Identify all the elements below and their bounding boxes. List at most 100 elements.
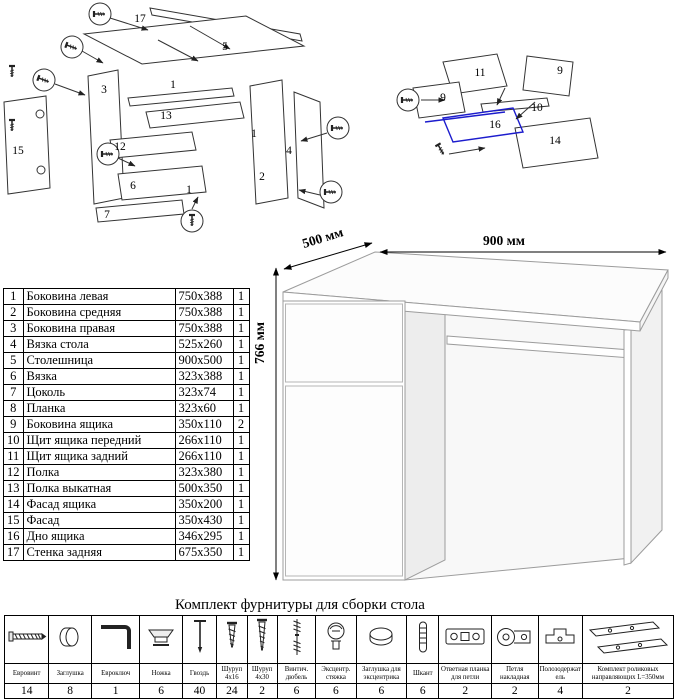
part-size: 500x350 — [174, 480, 234, 497]
diagram-part-number: 1 — [170, 79, 176, 91]
dimension-lines — [273, 242, 667, 581]
hinge-icon — [491, 615, 539, 664]
dimension-height-label: 766 мм — [254, 322, 267, 364]
runner-holder-icon — [537, 615, 583, 664]
part-quantity: 1 — [232, 288, 250, 305]
hardware-item-name: Шкант — [406, 663, 440, 684]
diagram-part-number: 2 — [259, 171, 265, 183]
diagram-part-number: 3 — [101, 84, 107, 96]
desk-body — [282, 251, 669, 581]
hardware-item-qty: 2 — [491, 683, 539, 699]
part-name: Планка — [22, 400, 176, 417]
hex-key-icon — [90, 615, 141, 664]
hardware-item-name: Петля накладная — [491, 663, 539, 684]
part-quantity: 1 — [232, 464, 250, 481]
part-quantity: 1 — [232, 384, 250, 401]
desk-3d-view: 900 мм 500 мм 766 мм — [254, 228, 669, 581]
fastener-callout — [60, 35, 84, 59]
diagram-part-number: 14 — [549, 135, 561, 147]
hardware-item-name: Ответная планка для петли — [438, 663, 493, 684]
part-quantity: 1 — [232, 448, 250, 465]
diagram-part-number: 10 — [531, 102, 543, 114]
hardware-item-qty: 2 — [246, 683, 278, 699]
cam-cap-icon — [355, 615, 408, 664]
plug-cap-icon — [48, 615, 92, 664]
diagram-part-number: 17 — [134, 13, 146, 25]
diagram-part-number: 12 — [114, 141, 126, 153]
desk-pedestal-side — [404, 291, 446, 581]
part-number: 12 — [3, 464, 24, 481]
fastener-callout — [319, 180, 343, 204]
nail-icon — [181, 615, 218, 664]
part-quantity: 1 — [232, 512, 250, 529]
part-number: 5 — [3, 352, 24, 369]
part-size: 266x110 — [174, 432, 234, 449]
hardware-item-qty: 14 — [3, 683, 50, 699]
part-quantity: 1 — [232, 320, 250, 337]
door-hinge-cup — [35, 109, 45, 119]
dimension-depth-arrow — [283, 242, 373, 270]
part-brace — [117, 165, 207, 201]
part-name: Боковина левая — [22, 288, 176, 305]
fastener-callouts — [396, 88, 448, 157]
part-size: 266x110 — [174, 448, 234, 465]
part-side-panel-right — [293, 91, 325, 209]
exploded-parts — [3, 7, 325, 223]
hardware-item-qty: 6 — [315, 683, 357, 699]
part-number: 10 — [3, 432, 24, 449]
hardware-item-qty: 6 — [355, 683, 408, 699]
part-name: Вязка стола — [22, 336, 176, 353]
screw-icon — [216, 615, 248, 664]
diagram-part-number: 9 — [557, 65, 563, 77]
fastener-callout — [180, 209, 204, 233]
cam-lock-icon — [315, 615, 357, 664]
hardware-item-name: Гвоздь — [181, 663, 218, 684]
assembly-arrows — [421, 87, 536, 155]
hardware-item-qty: 24 — [216, 683, 248, 699]
hardware-item-qty: 1 — [90, 683, 141, 699]
hardware-item-qty: 6 — [139, 683, 183, 699]
part-number: 11 — [3, 448, 24, 465]
leg-icon — [139, 615, 183, 664]
part-quantity: 1 — [232, 432, 250, 449]
part-quantity: 1 — [232, 304, 250, 321]
hardware-item-qty: 2 — [581, 683, 675, 699]
diagram-part-number: 5 — [222, 41, 228, 53]
part-quantity: 1 — [232, 336, 250, 353]
fastener-callouts — [7, 2, 350, 233]
drawer-bottom-guide-line — [424, 111, 506, 123]
part-number: 8 — [3, 400, 24, 417]
part-name: Дно ящика — [22, 528, 176, 545]
hardware-item-qty: 6 — [276, 683, 317, 699]
fastener-callout — [326, 116, 350, 140]
fastener-callout — [88, 2, 112, 26]
hardware-item-name: Евроключ — [90, 663, 141, 684]
part-name: Щит ящика передний — [22, 432, 176, 449]
hardware-item-name: Полозодержатель — [537, 663, 583, 684]
hardware-item-name: Заглушка для эксцентрика — [355, 663, 408, 684]
screw-long-icon — [246, 615, 278, 664]
part-size: 323x60 — [174, 400, 234, 417]
part-size: 900x500 — [174, 352, 234, 369]
desk-door-front — [285, 385, 403, 577]
part-number: 13 — [3, 480, 24, 497]
diagram-part-number: 1 — [251, 128, 257, 140]
part-drawer-side — [522, 55, 574, 97]
part-number: 6 — [3, 368, 24, 385]
part-quantity: 2 — [232, 416, 250, 433]
hardware-item-name: Евровинт — [3, 663, 50, 684]
wood-dowel-icon — [406, 615, 440, 664]
